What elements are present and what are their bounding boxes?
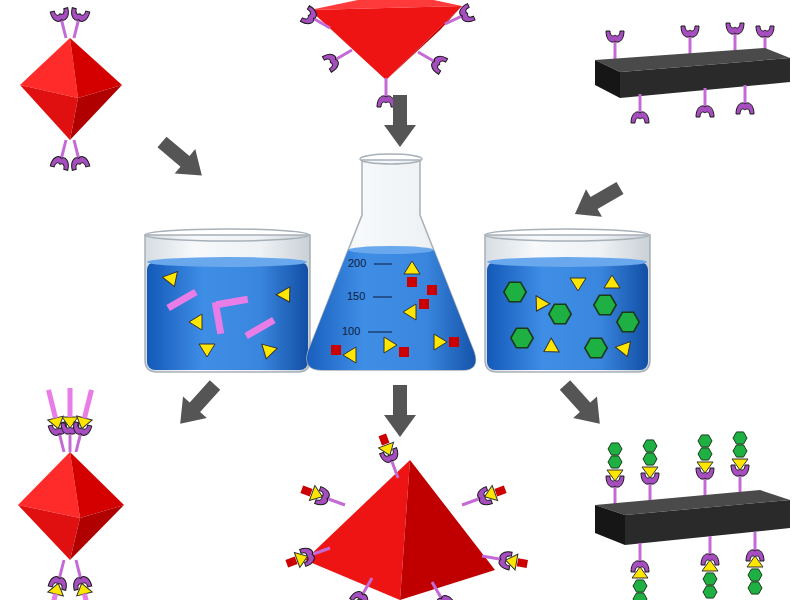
- ligand: [696, 88, 714, 117]
- process-arrow: [553, 374, 612, 434]
- assembled-tetrahedron: [284, 432, 529, 600]
- ligand: [65, 138, 89, 170]
- graduation-label: 200: [348, 257, 366, 270]
- process-arrow: [384, 385, 416, 437]
- ligand: [300, 6, 334, 36]
- ligand: [631, 94, 649, 123]
- ligand: [441, 4, 475, 33]
- beaker: [485, 229, 650, 372]
- erlenmeyer-flask: [300, 154, 480, 375]
- ligand: [414, 44, 448, 74]
- ligand: [322, 42, 356, 72]
- tetrahedron-particle: [300, 0, 475, 107]
- ligand: [681, 26, 699, 55]
- ligand: [377, 78, 395, 107]
- process-arrow: [168, 374, 227, 434]
- graduation-label: 150: [347, 290, 365, 303]
- graduation-label: 100: [342, 325, 360, 338]
- ligand: [50, 138, 74, 170]
- assembled-slab: [595, 432, 790, 600]
- process-arrow: [384, 95, 416, 147]
- process-arrow: [152, 130, 212, 188]
- beaker: [145, 229, 310, 372]
- process-arrow: [567, 174, 628, 228]
- slab-particle: [595, 23, 790, 123]
- ligand: [65, 8, 89, 40]
- octahedron-particle: [20, 8, 122, 171]
- assembled-octahedron: [18, 388, 124, 600]
- ligand: [736, 85, 754, 114]
- ligand: [726, 23, 744, 52]
- ligand: [606, 31, 624, 60]
- ligand: [50, 8, 74, 40]
